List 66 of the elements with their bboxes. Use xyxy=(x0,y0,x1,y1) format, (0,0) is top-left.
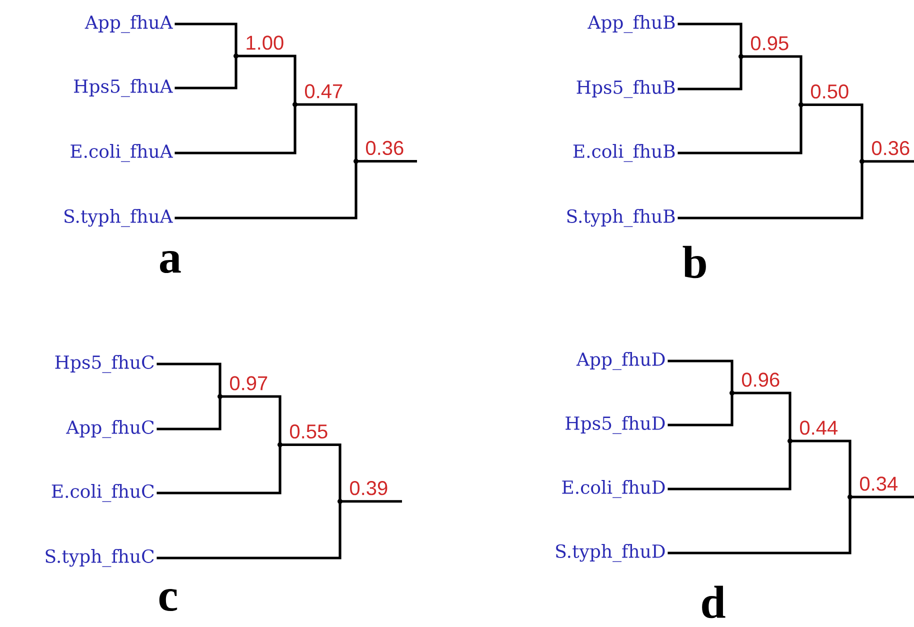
tree-branch xyxy=(278,443,342,503)
branch-point xyxy=(278,442,282,448)
branch-point xyxy=(860,158,864,164)
tree-branch xyxy=(174,22,238,58)
bootstrap-value: 0.97 xyxy=(230,376,268,390)
tree-branch xyxy=(668,392,734,426)
leaf-label: S.typh_fhuD xyxy=(556,544,665,562)
leaf-label: E.coli_fhuB xyxy=(573,144,675,162)
bootstrap-value: 0.50 xyxy=(810,84,848,99)
leaf-label: S.typh_fhuB xyxy=(567,209,675,227)
leaf-label: E.coli_fhuD xyxy=(562,480,665,498)
root-branch xyxy=(862,160,914,163)
branch-point xyxy=(338,498,342,504)
tree-branch xyxy=(156,362,222,398)
panel-letter: c xyxy=(159,588,178,612)
tree-branch xyxy=(294,103,358,163)
tree-branch xyxy=(174,103,296,154)
root-branch xyxy=(850,496,914,498)
branch-point xyxy=(218,394,222,399)
branch-point xyxy=(738,54,744,59)
leaf-label: Hps5_fhuC xyxy=(55,355,154,373)
leaf-label: E.coli_fhuA xyxy=(70,144,173,162)
branch-point xyxy=(798,102,804,108)
tree-branch xyxy=(740,55,802,106)
bootstrap-value: 0.55 xyxy=(290,424,328,439)
bootstrap-value: 1.00 xyxy=(246,36,284,50)
root-branch xyxy=(356,160,417,163)
leaf-label: S.typh_fhuC xyxy=(46,549,154,567)
tree-branch xyxy=(800,103,864,163)
branch-point xyxy=(292,102,298,107)
leaf-label: App_fhuB xyxy=(588,15,675,33)
branch-point xyxy=(730,390,734,396)
bootstrap-value: 0.96 xyxy=(742,372,780,387)
tree-branch xyxy=(668,440,792,490)
branch-point xyxy=(234,54,238,58)
leaf-label: E.coli_fhuC xyxy=(52,484,154,502)
tree-branch xyxy=(668,360,734,394)
leaf-label: Hps5_fhuA xyxy=(74,79,173,97)
branch-point xyxy=(354,158,358,164)
panel-letter: a xyxy=(160,250,181,274)
tree-branch xyxy=(174,54,238,90)
panel-letter: d xyxy=(702,586,726,618)
tree-branch xyxy=(218,395,282,446)
tree-branch xyxy=(788,440,852,498)
root-branch xyxy=(340,500,402,503)
leaf-label: Hps5_fhuD xyxy=(566,416,665,434)
tree-branch xyxy=(156,395,222,430)
tree-branch xyxy=(730,392,792,442)
leaf-label: S.typh_fhuA xyxy=(64,209,173,227)
bootstrap-value: 0.36 xyxy=(872,141,910,156)
bootstrap-value: 0.47 xyxy=(305,84,342,98)
bootstrap-value: 0.39 xyxy=(350,481,388,496)
branch-point xyxy=(788,438,792,444)
leaf-label: App_fhuA xyxy=(84,15,173,33)
bootstrap-value: 0.44 xyxy=(800,420,838,435)
bootstrap-value: 0.34 xyxy=(860,476,898,491)
panel-letter: b xyxy=(682,246,706,278)
tree-branch xyxy=(234,54,296,106)
bootstrap-value: 0.95 xyxy=(750,36,788,50)
bootstrap-value: 0.36 xyxy=(366,140,404,156)
leaf-label: App_fhuC xyxy=(66,420,154,438)
leaf-label: App_fhuD xyxy=(576,352,665,370)
tree-branch xyxy=(678,22,742,58)
branch-point xyxy=(848,494,852,500)
leaf-label: Hps5_fhuB xyxy=(576,80,675,98)
tree-branch xyxy=(678,55,742,90)
